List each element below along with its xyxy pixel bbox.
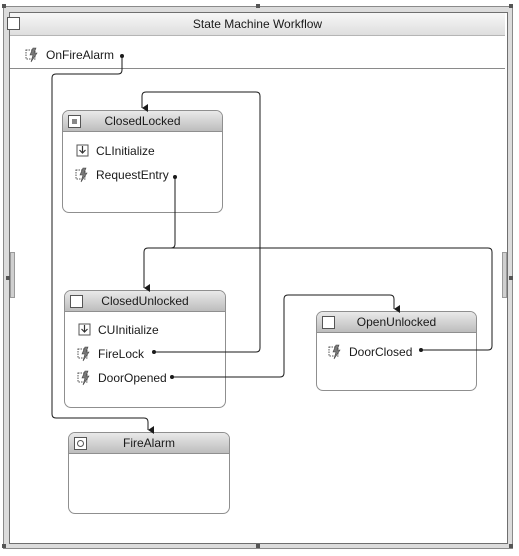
resize-grip-top[interactable] [256, 4, 260, 8]
transition-requestentry-to-closedunlocked[interactable] [143, 177, 176, 292]
activity-firelock[interactable]: FireLock [76, 345, 206, 363]
state-closed-unlocked[interactable]: ClosedUnlocked CUInitialize FireLock Doo… [64, 290, 226, 408]
state-closed-locked[interactable]: ClosedLocked CLInitialize RequestEntry [62, 110, 223, 213]
completed-state-icon [74, 437, 87, 450]
state-initialization-icon [78, 323, 91, 336]
event-driven-icon [77, 370, 90, 386]
event-driven-label: OnFireAlarm [46, 48, 115, 62]
workflow-title: State Machine Workflow [192, 17, 323, 31]
state-title: ClosedLocked [104, 114, 181, 128]
state-title: ClosedUnlocked [101, 294, 189, 308]
event-section-divider [10, 68, 505, 69]
event-driven-icon [328, 344, 341, 360]
state-header: OpenUnlocked [317, 312, 476, 333]
activity-dooropened[interactable]: DoorOpened [76, 369, 206, 387]
resize-grip-right[interactable] [509, 276, 513, 280]
state-header: FireAlarm [69, 433, 229, 454]
transition-firelock-to-closedlocked[interactable] [141, 91, 261, 353]
resize-grip-left[interactable] [6, 276, 10, 280]
event-driven-icon [75, 167, 88, 183]
activity-doorclosed[interactable]: DoorClosed [327, 343, 457, 361]
state-open-unlocked[interactable]: OpenUnlocked DoorClosed [316, 311, 477, 391]
state-title: OpenUnlocked [356, 315, 437, 329]
event-driven-icon [25, 47, 38, 63]
activity-requestentry[interactable]: RequestEntry [74, 166, 204, 184]
transition-source-dot[interactable] [152, 350, 156, 354]
state-icon [70, 295, 83, 308]
event-driven-icon [77, 346, 90, 362]
resize-grip-bottom-left[interactable] [2, 544, 6, 548]
transition-source-dot[interactable] [173, 175, 177, 179]
transition-source-dot[interactable] [120, 54, 124, 58]
state-title: FireAlarm [122, 436, 175, 450]
initial-state-icon [68, 115, 81, 128]
transition-doorclosed-to-closedunlocked[interactable] [148, 247, 493, 351]
transition-source-dot[interactable] [419, 348, 423, 352]
scroll-handle-right[interactable] [502, 252, 507, 298]
activity-label: DoorClosed [349, 345, 413, 359]
workflow-header: State Machine Workflow [10, 13, 505, 36]
scroll-handle-left[interactable] [10, 252, 15, 298]
resize-grip-top-right[interactable] [509, 4, 513, 8]
activity-clinitialize[interactable]: CLInitialize [74, 142, 204, 160]
event-driven-onfirealarm[interactable]: OnFireAlarm [24, 46, 134, 64]
state-icon [322, 316, 335, 329]
state-header: ClosedUnlocked [65, 291, 225, 312]
resize-grip-bottom-right[interactable] [509, 544, 513, 548]
state-initialization-icon [76, 144, 89, 157]
resize-grip-bottom[interactable] [256, 544, 260, 548]
activity-label: DoorOpened [98, 371, 167, 385]
resize-grip-top-left[interactable] [2, 4, 6, 8]
state-fire-alarm[interactable]: FireAlarm [68, 432, 230, 514]
activity-cuinitialize[interactable]: CUInitialize [76, 321, 206, 339]
transition-onfirealarm-to-firealarm[interactable] [51, 56, 154, 434]
activity-label: FireLock [98, 347, 145, 361]
activity-label: RequestEntry [96, 168, 169, 182]
state-machine-icon [7, 17, 20, 30]
state-header: ClosedLocked [63, 111, 222, 132]
transition-dooropened-to-openunlocked[interactable] [172, 294, 400, 378]
transition-source-dot[interactable] [170, 375, 174, 379]
activity-label: CUInitialize [98, 323, 159, 337]
activity-label: CLInitialize [96, 144, 155, 158]
